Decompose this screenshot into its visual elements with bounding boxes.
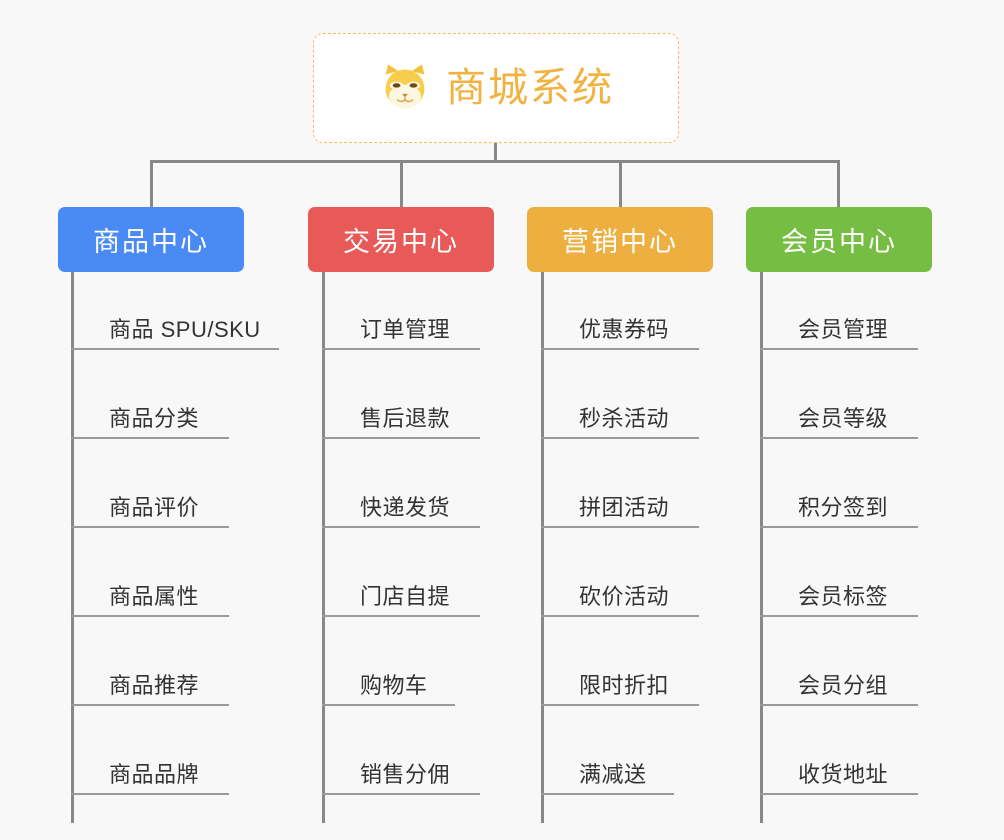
leaf-underline <box>322 704 455 706</box>
shiba-dog-face-icon <box>378 61 432 115</box>
leaf-item-label: 商品 SPU/SKU <box>109 317 261 342</box>
leaf-item-label: 优惠券码 <box>579 317 670 342</box>
leaf-underline <box>541 526 699 528</box>
leaf-item-label: 砍价活动 <box>579 584 670 609</box>
leaf-item-label: 订单管理 <box>360 317 451 342</box>
leaf-item-label: 售后退款 <box>360 406 451 431</box>
leaf-item[interactable]: 商品分类 <box>71 350 231 439</box>
leaf-item[interactable]: 商品 SPU/SKU <box>71 272 281 350</box>
category-header-label: 营销中心 <box>562 227 678 257</box>
leaf-item-label: 会员标签 <box>798 584 889 609</box>
connector-root-stem <box>494 143 497 163</box>
leaf-underline <box>760 348 918 350</box>
leaf-item-label: 满减送 <box>579 762 647 787</box>
leaf-underline <box>71 526 229 528</box>
leaf-item-label: 快递发货 <box>360 495 451 520</box>
leaf-item-label: 会员管理 <box>798 317 889 342</box>
leaf-underline <box>71 793 229 795</box>
leaf-item[interactable]: 会员标签 <box>760 528 920 617</box>
root-node[interactable]: 商城系统 <box>313 33 679 143</box>
leaf-item[interactable]: 优惠券码 <box>541 272 701 350</box>
leaf-underline <box>322 526 480 528</box>
category-header-label: 会员中心 <box>781 227 897 257</box>
leaf-underline <box>71 615 229 617</box>
leaf-underline <box>541 704 699 706</box>
leaf-underline <box>322 437 480 439</box>
leaf-underline <box>541 437 699 439</box>
leaf-underline <box>322 793 480 795</box>
leaf-item[interactable]: 会员等级 <box>760 350 920 439</box>
leaf-item-label: 会员分组 <box>798 673 889 698</box>
root-title: 商城系统 <box>446 66 614 110</box>
leaf-item-label: 商品品牌 <box>109 762 200 787</box>
leaf-item[interactable]: 门店自提 <box>322 528 482 617</box>
leaf-underline <box>71 704 229 706</box>
leaf-underline <box>760 704 918 706</box>
leaf-item-label: 商品评价 <box>109 495 200 520</box>
leaf-item[interactable]: 快递发货 <box>322 439 482 528</box>
connector-bus <box>150 160 840 163</box>
leaf-underline <box>760 437 918 439</box>
category-header-marketing-center[interactable]: 营销中心 <box>527 207 713 272</box>
column-spine <box>71 272 74 823</box>
column-spine <box>322 272 325 823</box>
column-spine <box>541 272 544 823</box>
leaf-underline <box>71 437 229 439</box>
connector-drop-trade-center <box>400 160 403 208</box>
leaf-underline <box>760 615 918 617</box>
category-header-label: 交易中心 <box>343 227 459 257</box>
leaf-item-label: 收货地址 <box>798 762 889 787</box>
leaf-item[interactable]: 满减送 <box>541 706 676 795</box>
connector-drop-product-center <box>150 160 153 208</box>
leaf-underline <box>322 615 480 617</box>
leaf-underline <box>760 526 918 528</box>
leaf-item[interactable]: 订单管理 <box>322 272 482 350</box>
leaf-item-label: 积分签到 <box>798 495 889 520</box>
leaf-item[interactable]: 售后退款 <box>322 350 482 439</box>
leaf-item-label: 商品属性 <box>109 584 200 609</box>
leaf-item[interactable]: 秒杀活动 <box>541 350 701 439</box>
leaf-item-label: 购物车 <box>360 673 428 698</box>
leaf-item[interactable]: 收货地址 <box>760 706 920 795</box>
leaf-item-label: 商品推荐 <box>109 673 200 698</box>
leaf-item[interactable]: 会员分组 <box>760 617 920 706</box>
leaf-item[interactable]: 积分签到 <box>760 439 920 528</box>
leaf-item[interactable]: 商品推荐 <box>71 617 231 706</box>
leaf-underline <box>541 615 699 617</box>
leaf-underline <box>541 793 674 795</box>
leaf-item-label: 会员等级 <box>798 406 889 431</box>
leaf-item-label: 拼团活动 <box>579 495 670 520</box>
leaf-item[interactable]: 商品品牌 <box>71 706 231 795</box>
category-header-trade-center[interactable]: 交易中心 <box>308 207 494 272</box>
leaf-item[interactable]: 商品评价 <box>71 439 231 528</box>
leaf-item[interactable]: 砍价活动 <box>541 528 701 617</box>
leaf-underline <box>71 348 279 350</box>
leaf-item[interactable]: 购物车 <box>322 617 457 706</box>
connector-drop-marketing-center <box>619 160 622 208</box>
leaf-item[interactable]: 销售分佣 <box>322 706 482 795</box>
category-header-member-center[interactable]: 会员中心 <box>746 207 932 272</box>
leaf-item-label: 门店自提 <box>360 584 451 609</box>
leaf-item-label: 限时折扣 <box>579 673 670 698</box>
leaf-item[interactable]: 商品属性 <box>71 528 231 617</box>
connector-drop-member-center <box>837 160 840 208</box>
leaf-item[interactable]: 限时折扣 <box>541 617 701 706</box>
category-header-label: 商品中心 <box>93 227 209 257</box>
leaf-item-label: 商品分类 <box>109 406 200 431</box>
leaf-item-label: 秒杀活动 <box>579 406 670 431</box>
leaf-item[interactable]: 拼团活动 <box>541 439 701 528</box>
leaf-underline <box>760 793 918 795</box>
column-spine <box>760 272 763 823</box>
leaf-underline <box>322 348 480 350</box>
category-header-product-center[interactable]: 商品中心 <box>58 207 244 272</box>
leaf-underline <box>541 348 699 350</box>
leaf-item-label: 销售分佣 <box>360 762 451 787</box>
leaf-item[interactable]: 会员管理 <box>760 272 920 350</box>
